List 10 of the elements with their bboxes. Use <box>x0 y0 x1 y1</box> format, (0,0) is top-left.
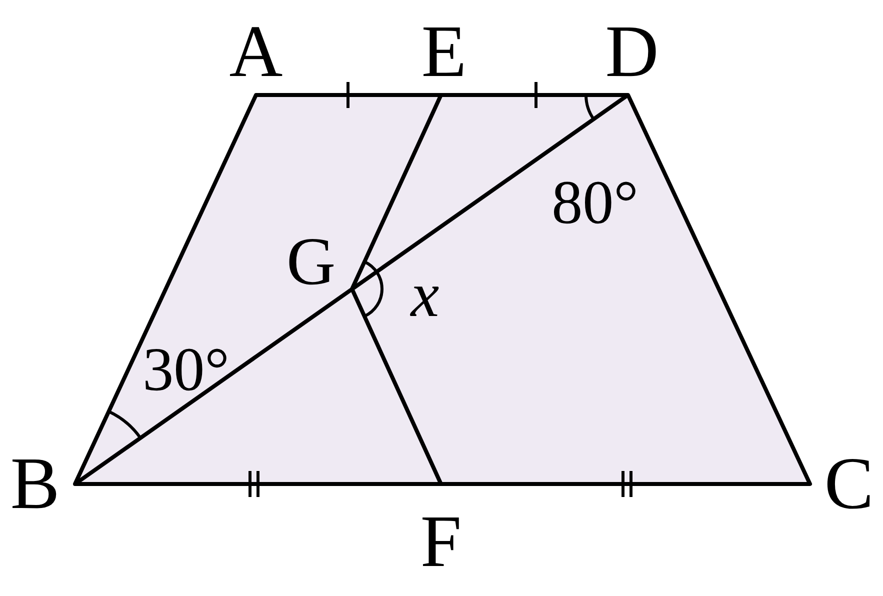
point-label: D <box>605 15 659 89</box>
point-label: A <box>229 15 283 89</box>
angle-label: x <box>410 263 440 327</box>
point-label: G <box>286 227 336 295</box>
point-label: B <box>10 447 60 521</box>
point-label: C <box>824 447 874 521</box>
point-label: E <box>421 15 467 89</box>
angle-label: 30° <box>142 339 230 401</box>
angle-label: 80° <box>552 172 638 234</box>
point-label: F <box>420 505 462 579</box>
